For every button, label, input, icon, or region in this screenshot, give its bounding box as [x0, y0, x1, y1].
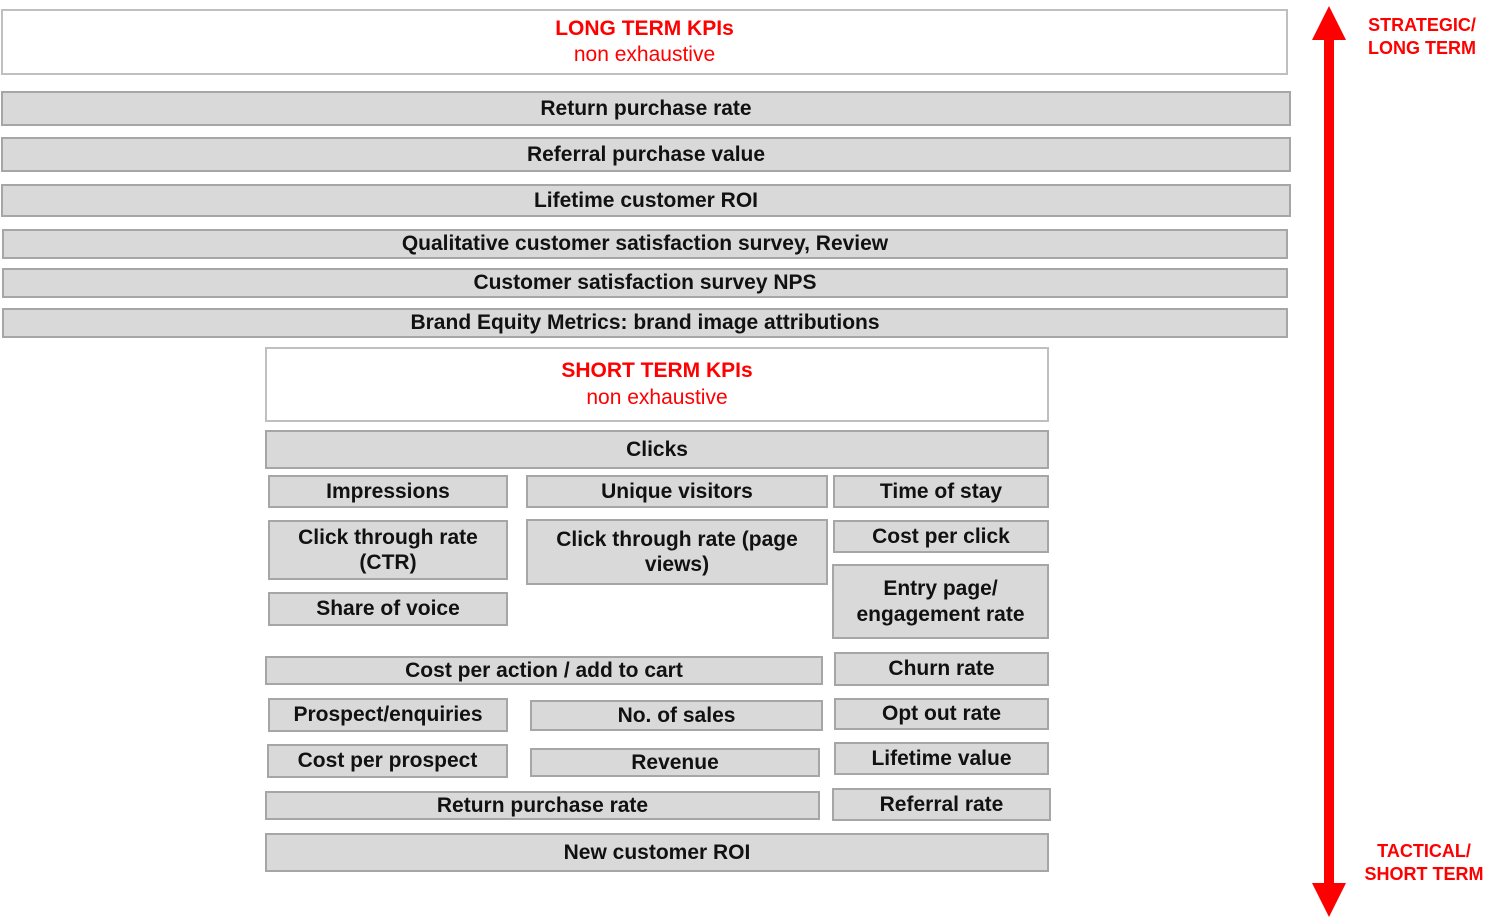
kpi-churn-rate: Churn rate [834, 652, 1049, 686]
kpi-clicks: Clicks [265, 430, 1049, 469]
double-headed-arrow-icon [1312, 6, 1346, 917]
long-term-header: LONG TERM KPIs non exhaustive [1, 9, 1288, 75]
short-term-title: SHORT TERM KPIs [561, 359, 753, 383]
kpi-cost-per-action: Cost per action / add to cart [265, 656, 823, 685]
kpi-ctr-page-views: Click through rate (page views) [526, 519, 828, 585]
tactical-short-term-label: TACTICAL/ SHORT TERM [1364, 841, 1484, 884]
short-term-subtitle: non exhaustive [586, 385, 728, 409]
kpi-prospect-enquiries: Prospect/enquiries [268, 698, 508, 732]
short-term-header: SHORT TERM KPIs non exhaustive [265, 347, 1049, 422]
strategic-long-term-label: STRATEGIC/ LONG TERM [1368, 15, 1476, 58]
kpi-referral-purchase-value: Referral purchase value [1, 137, 1291, 172]
kpi-cost-per-click: Cost per click [833, 520, 1049, 553]
kpi-lifetime-value: Lifetime value [834, 742, 1049, 775]
kpi-entry-page-engagement: Entry page/ engagement rate [832, 564, 1049, 639]
kpi-opt-out-rate: Opt out rate [834, 698, 1049, 730]
kpi-brand-equity: Brand Equity Metrics: brand image attrib… [2, 308, 1288, 338]
kpi-share-of-voice: Share of voice [268, 592, 508, 626]
kpi-new-customer-roi: New customer ROI [265, 833, 1049, 872]
kpi-time-of-stay: Time of stay [833, 475, 1049, 508]
kpi-lifetime-customer-roi: Lifetime customer ROI [1, 184, 1291, 217]
kpi-return-purchase-rate-short: Return purchase rate [265, 791, 820, 820]
kpi-unique-visitors: Unique visitors [526, 475, 828, 508]
kpi-ctr: Click through rate (CTR) [268, 520, 508, 580]
kpi-return-purchase-rate: Return purchase rate [1, 91, 1291, 126]
kpi-impressions: Impressions [268, 475, 508, 508]
kpi-no-of-sales: No. of sales [530, 700, 823, 731]
kpi-qualitative-survey: Qualitative customer satisfaction survey… [2, 229, 1288, 259]
kpi-revenue: Revenue [530, 748, 820, 777]
kpi-referral-rate: Referral rate [832, 788, 1051, 821]
long-term-title: LONG TERM KPIs [555, 16, 734, 40]
long-term-subtitle: non exhaustive [573, 43, 716, 66]
kpi-nps-survey: Customer satisfaction survey NPS [2, 268, 1288, 298]
kpi-cost-per-prospect: Cost per prospect [267, 744, 508, 778]
